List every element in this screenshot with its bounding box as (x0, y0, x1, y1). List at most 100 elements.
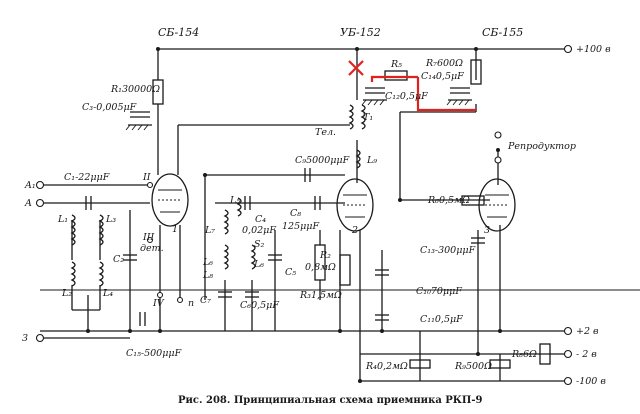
label-t1: T₁ (363, 112, 373, 123)
capacitor-c10 (375, 269, 389, 276)
label-reproductor: Репродуктор (507, 141, 576, 152)
coil-l7 (223, 209, 229, 235)
label-r1: R₁30000Ω (110, 84, 160, 95)
label-l7: L₇ (204, 225, 215, 236)
jack-iii (146, 236, 154, 244)
label-r7: R₇600Ω (425, 58, 463, 69)
label-r3: R₃1,5мΩ (299, 290, 342, 301)
label-iii: III (142, 232, 155, 243)
coil-l1 (70, 214, 76, 246)
label-minus100: -100 в (576, 376, 606, 387)
label-r5: R₅ (390, 59, 402, 70)
terminal-plus2 (563, 326, 573, 336)
label-sb154: СБ-154 (158, 26, 199, 39)
jack-iv (156, 291, 164, 299)
label-c4: C₄ (255, 214, 266, 225)
label-terminal-3: 3 (22, 333, 28, 344)
label-c11: C₁₁0,5μF (420, 314, 463, 325)
capacitor-c15 (139, 312, 146, 326)
terminal-minus100 (563, 376, 573, 386)
label-tube1: 1 (172, 224, 178, 235)
tube-2 (336, 178, 374, 232)
label-det: дет. (140, 243, 164, 254)
red-wire-r5 (370, 75, 418, 82)
label-ii: II (142, 172, 151, 183)
resistor-r8 (539, 343, 551, 365)
label-c15: C₁₅-500μμF (126, 348, 182, 359)
label-minus2: - 2 в (576, 349, 597, 360)
coils (70, 104, 366, 287)
ground-c14 (446, 99, 472, 106)
labels: СБ-154 УБ-152 СБ-155 +100 в R₁30000Ω C₃-… (22, 26, 611, 406)
label-r6: R₆0,5мΩ (427, 195, 470, 206)
label-r9: R₉500Ω (454, 361, 492, 372)
red-annotation (348, 60, 476, 112)
wiring (40, 48, 640, 382)
capacitor-c3 (130, 111, 150, 118)
capacitor-c4 (244, 196, 251, 210)
label-a: A (24, 198, 32, 209)
label-p: п (188, 298, 194, 309)
capacitor-c2 (123, 254, 137, 261)
label-c8-value: 125μμF (282, 221, 319, 232)
label-tube2: 2 (351, 225, 358, 236)
label-c2: C₂ (113, 254, 124, 265)
capacitor-c6 (245, 291, 259, 298)
label-c14: C₁₄0,5μF (421, 71, 464, 82)
label-c9: C₉5000μμF (295, 155, 350, 166)
label-c3: C₃-0,005μF (82, 102, 137, 113)
junctions (86, 47, 502, 383)
label-c7: C₇ (200, 295, 211, 306)
tube-1 (151, 173, 189, 227)
jack-ii (146, 181, 154, 189)
label-r8: R₈6Ω (511, 349, 537, 360)
label-c13: C₁₃-300μμF (420, 245, 476, 256)
capacitor-c12 (365, 87, 385, 94)
label-tube3: 3 (484, 225, 490, 236)
capacitors (85, 87, 485, 326)
label-s2: S₂ (254, 239, 265, 250)
capacitor-c11 (375, 314, 389, 321)
label-ub152: УБ-152 (340, 26, 381, 39)
red-wire-c12 (416, 77, 476, 112)
reproductor-jack (494, 131, 502, 139)
label-c4-value: 0,02μF (242, 225, 276, 236)
label-plus2: +2 в (576, 326, 599, 337)
resistor-r7 (470, 59, 482, 85)
resistor-r5 (384, 70, 408, 81)
coil-l8 (223, 244, 229, 270)
coil-l6 (250, 244, 256, 270)
resistor-r3 (339, 254, 351, 286)
label-plus100: +100 в (576, 44, 611, 55)
resistor-r2 (314, 244, 326, 281)
label-l8: L₈ (202, 270, 213, 281)
capacitor-c7 (218, 291, 232, 298)
label-l5: L₅ (229, 195, 240, 206)
label-l4: L₄ (102, 288, 113, 299)
label-sb155: СБ-155 (482, 26, 523, 39)
terminal-a (35, 198, 45, 208)
terminal-a1 (35, 180, 45, 190)
capacitor-c13 (471, 237, 485, 244)
capacitor-c8 (314, 196, 321, 210)
label-l6b: L₆ (253, 259, 264, 270)
tubes (151, 173, 516, 232)
coil-t1-primary (348, 104, 354, 130)
resistor-r4 (409, 359, 431, 369)
label-c5: C₅ (285, 267, 296, 278)
coil-l3 (98, 214, 104, 246)
label-l9: L₉ (366, 155, 377, 166)
label-c10: C₁₀70μμF (416, 286, 462, 297)
coil-l5 (236, 197, 242, 217)
resistor-r9 (489, 359, 511, 369)
label-l6: L₆ (202, 257, 213, 268)
label-c1: C₁-22μμF (64, 172, 110, 183)
label-a1: A₁ (24, 180, 36, 191)
coil-l9 (355, 149, 361, 169)
resistors (152, 59, 551, 369)
coil-t1-secondary (360, 104, 366, 130)
jack-p (176, 296, 184, 304)
capacitor-c1 (85, 196, 92, 210)
capacitor-c5 (268, 254, 282, 261)
